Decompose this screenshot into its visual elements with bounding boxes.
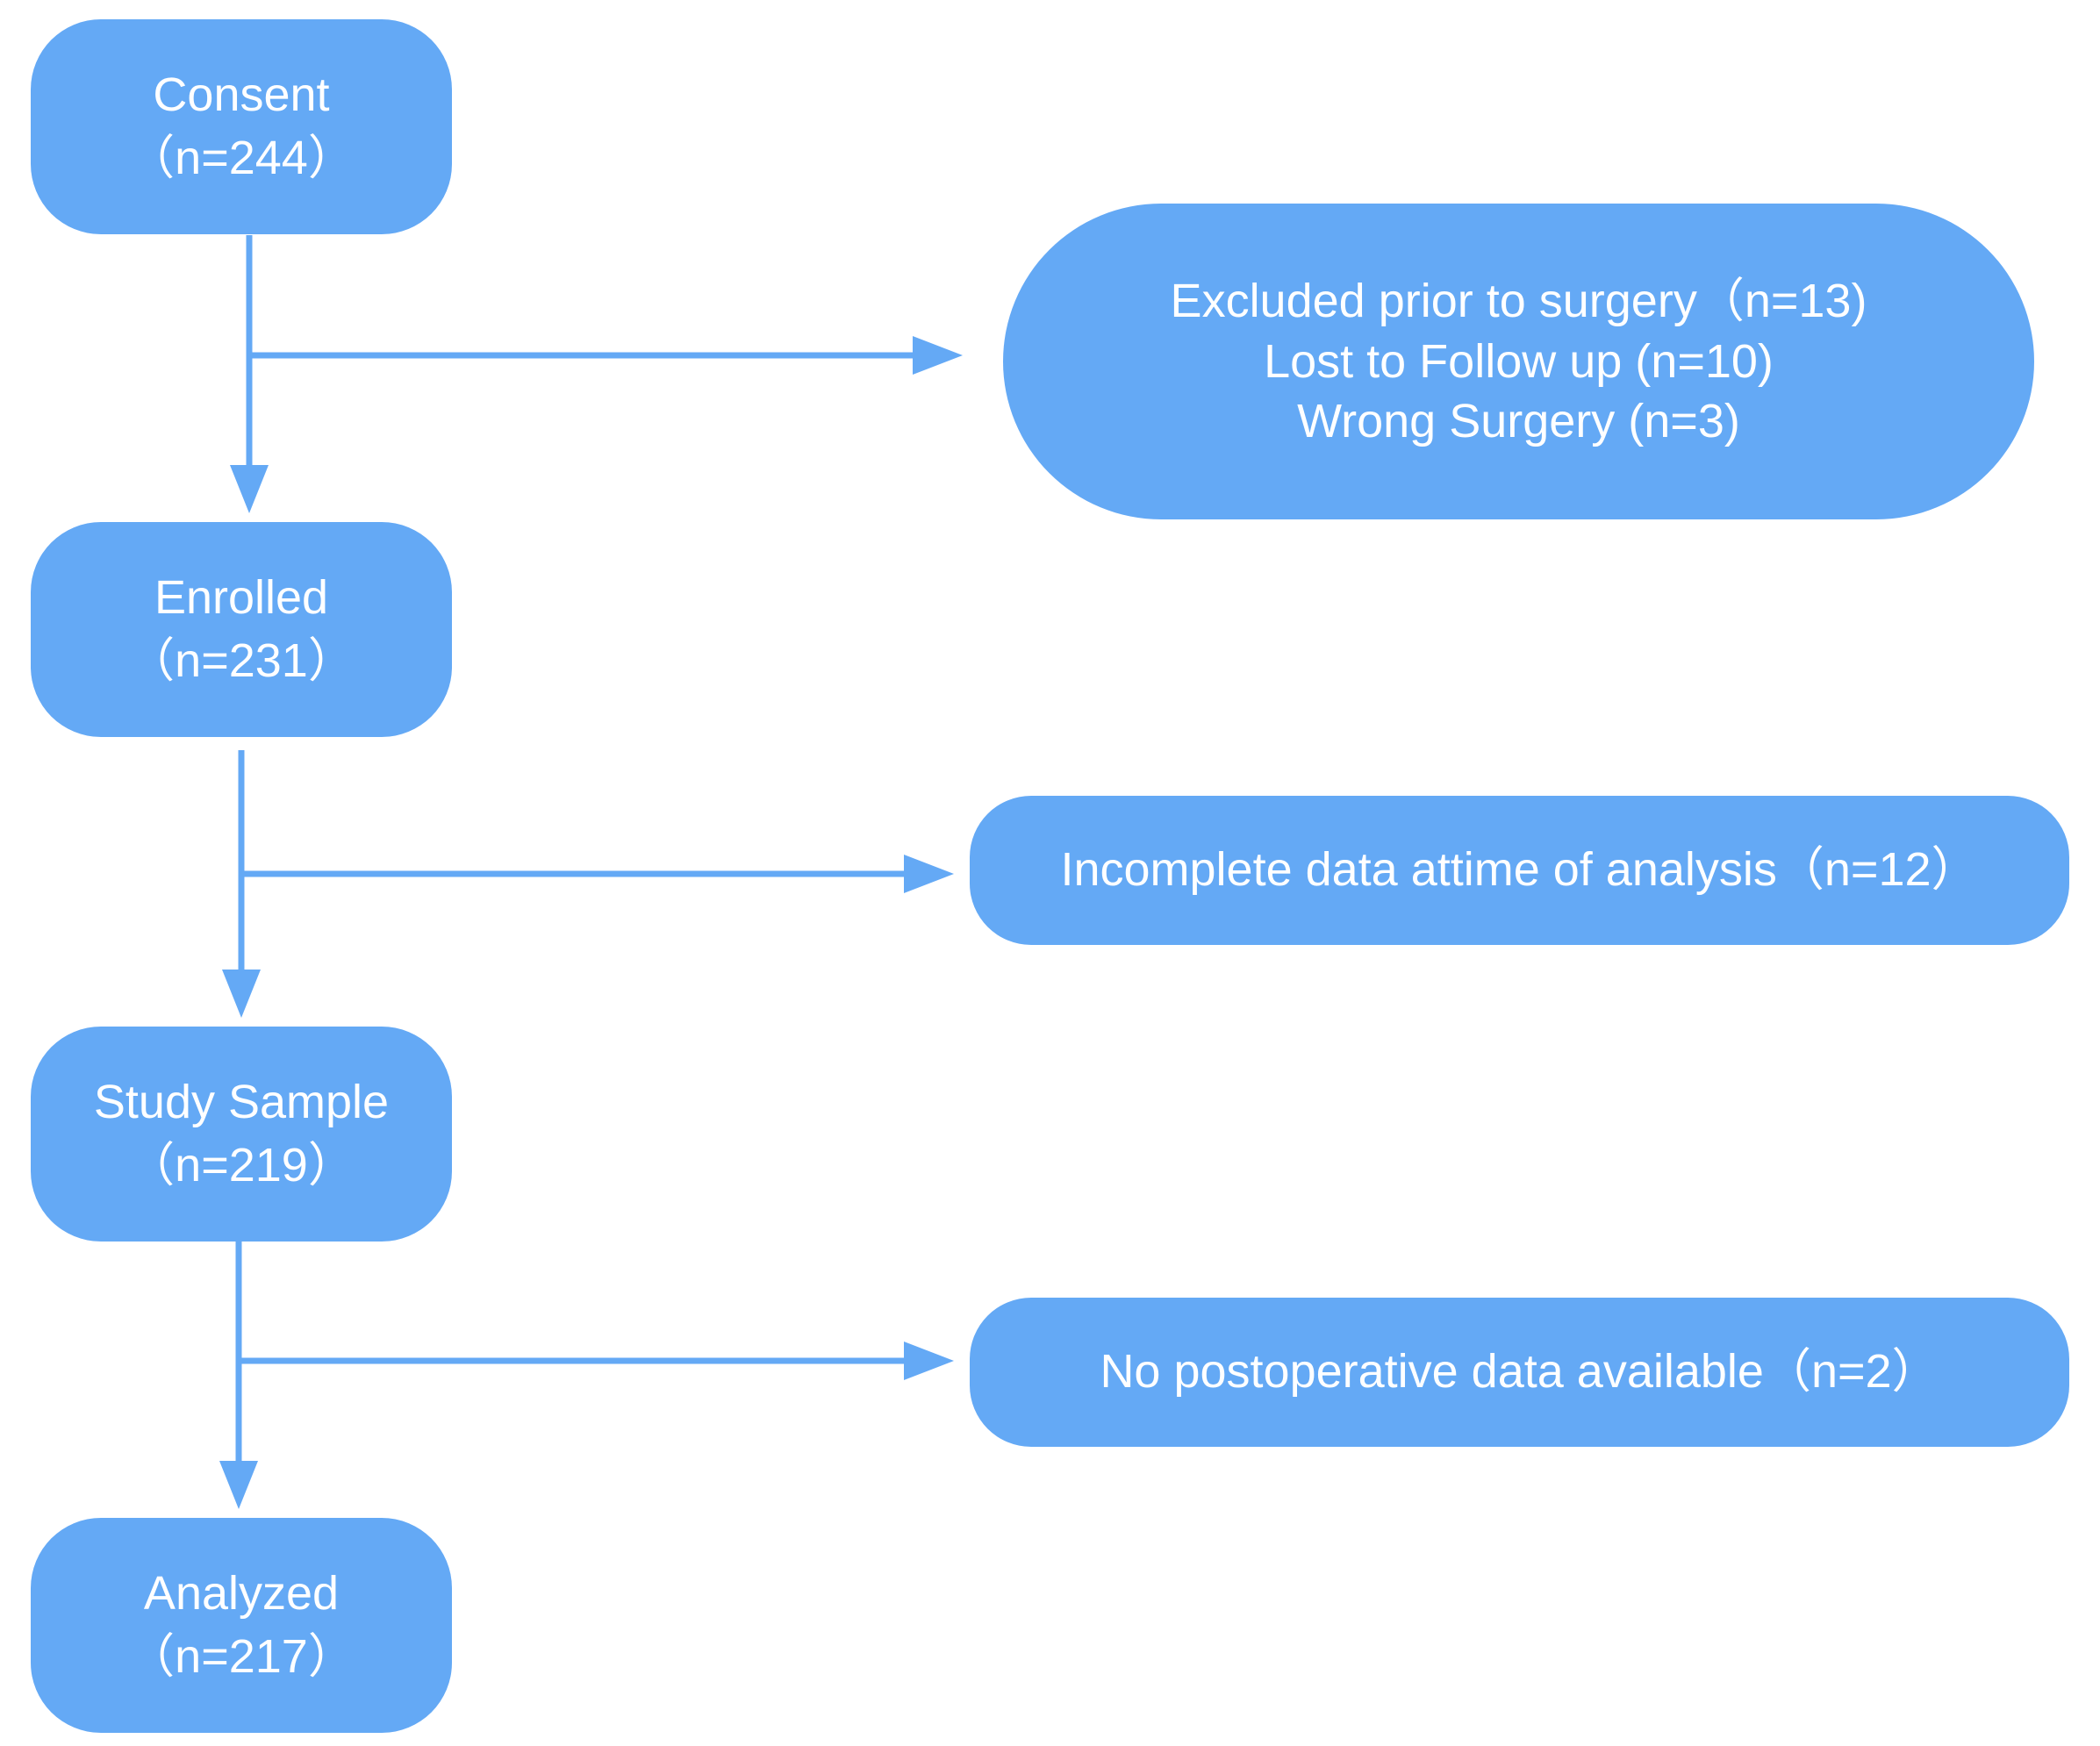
consent-node: Consent （n=244）	[31, 19, 452, 234]
arrowhead-enrolled-to-incomplete-data	[904, 855, 954, 893]
analyzed-count: （n=217）	[127, 1629, 355, 1683]
exclusion-line-lost-to-follow-up: Lost to Follow up (n=10)	[1264, 334, 1774, 388]
no-postoperative-data-text: No postoperative data available（n=2）	[1100, 1345, 1939, 1399]
exclusion-line-excluded-prior: Excluded prior to surgery（n=13)	[1170, 275, 1867, 328]
arrowhead-enrolled-to-study-sample	[222, 970, 261, 1018]
arrowhead-consent-to-enrolled	[230, 465, 269, 513]
analyzed-label: Analyzed	[143, 1567, 340, 1621]
enrolled-label: Enrolled	[154, 571, 329, 625]
study-sample-label: Study Sample	[93, 1076, 390, 1129]
no-postoperative-data-node: No postoperative data available（n=2）	[970, 1298, 2069, 1447]
consent-count: （n=244）	[127, 131, 355, 184]
enrolled-node: Enrolled （n=231）	[31, 522, 452, 737]
study-sample-node: Study Sample （n=219）	[31, 1027, 452, 1242]
exclusion-before-surgery-node: Excluded prior to surgery（n=13) Lost to …	[1003, 204, 2034, 519]
arrowhead-study-sample-to-analyzed	[219, 1461, 258, 1509]
incomplete-data-node: Incomplete data attime of analysis（n=12）	[970, 796, 2069, 945]
exclusion-line-wrong-surgery: Wrong Surgery (n=3)	[1297, 395, 1740, 448]
incomplete-data-text: Incomplete data attime of analysis（n=12）	[1060, 843, 1979, 897]
study-sample-count: （n=219）	[127, 1138, 355, 1191]
consent-label: Consent	[153, 68, 330, 122]
enrolled-count: （n=231）	[127, 633, 355, 687]
arrowhead-study-sample-to-no-postop-data	[904, 1342, 954, 1380]
arrowhead-consent-to-exclusion	[913, 336, 963, 375]
analyzed-node: Analyzed （n=217）	[31, 1518, 452, 1733]
